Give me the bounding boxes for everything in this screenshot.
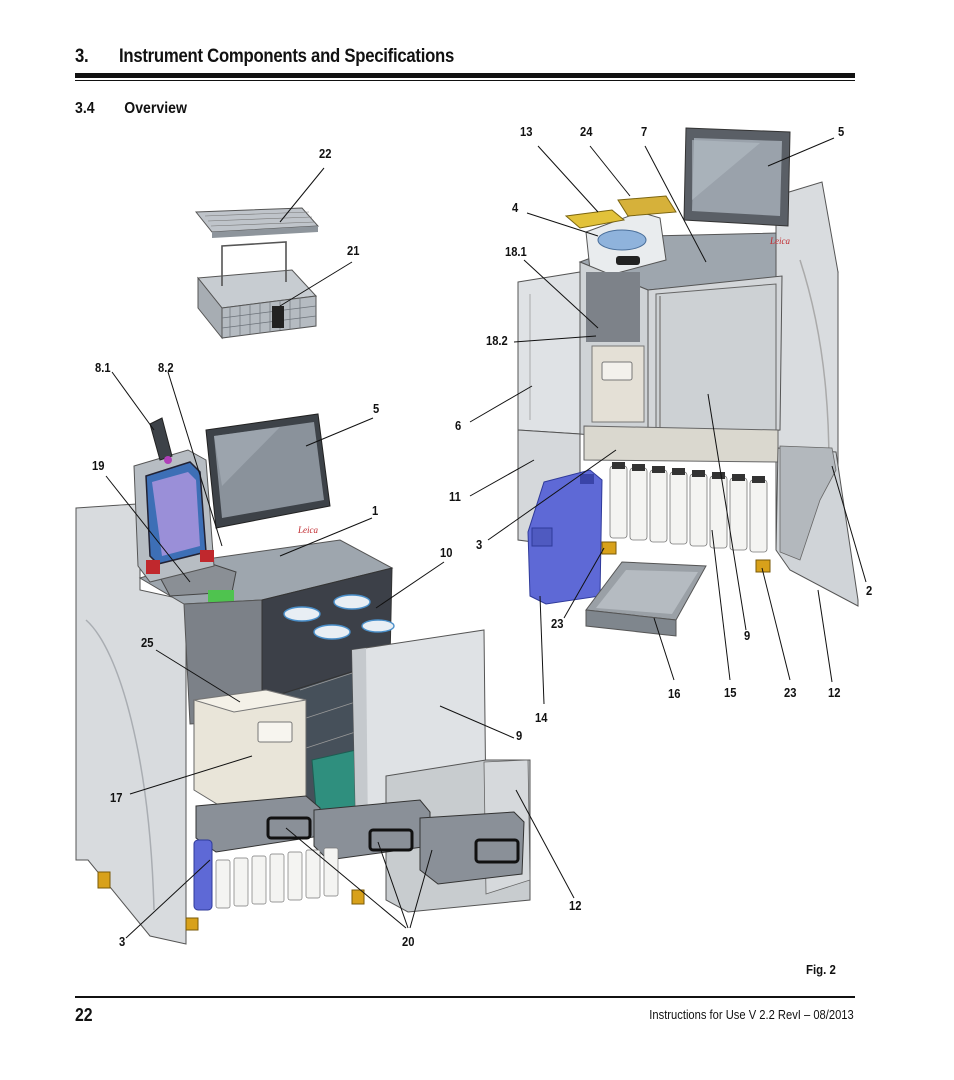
callout-13: 13 — [520, 124, 533, 139]
section-title: Overview — [124, 100, 187, 117]
callout-9-left: 9 — [516, 728, 523, 743]
callout-5-left: 5 — [373, 401, 380, 416]
callout-9-right: 9 — [744, 628, 751, 643]
callout-10: 10 — [440, 545, 453, 560]
callout-2: 2 — [866, 583, 873, 598]
header-rule-thick — [75, 73, 855, 78]
callout-24: 24 — [580, 124, 593, 139]
chapter-number: 3. — [75, 46, 89, 67]
callout-23-left: 23 — [551, 616, 564, 631]
footer-rule — [75, 996, 855, 998]
callout-20: 20 — [402, 934, 415, 949]
callout-16: 16 — [668, 686, 681, 701]
callout-12-left: 12 — [569, 898, 582, 913]
callout-21: 21 — [347, 243, 360, 258]
chapter-heading: 3. Instrument Components and Specificatio… — [75, 46, 454, 68]
callout-19: 19 — [92, 458, 105, 473]
paraffin-drawers — [195, 795, 525, 885]
callout-22: 22 — [319, 146, 332, 161]
callout-3-right: 3 — [476, 537, 483, 552]
basket-lid — [194, 207, 320, 238]
specimen-basket — [197, 241, 318, 340]
footer-document-reference: Instructions for Use V 2.2 RevI – 08/201… — [649, 1007, 854, 1022]
callout-7: 7 — [641, 124, 648, 139]
callout-8-1: 8.1 — [95, 360, 111, 375]
callout-11: 11 — [449, 489, 461, 504]
callout-18-2: 18.2 — [486, 333, 508, 348]
svg-text:Leica: Leica — [769, 236, 790, 246]
section-heading: 3.4 Overview — [75, 100, 187, 118]
callout-3-left: 3 — [119, 934, 126, 949]
right-instrument: Leica — [517, 127, 859, 637]
section-number: 3.4 — [75, 100, 95, 117]
header-rule-thin — [75, 80, 855, 81]
callout-1: 1 — [372, 503, 379, 518]
callout-25: 25 — [141, 635, 154, 650]
figure-caption: Fig. 2 — [806, 962, 836, 977]
callout-8-2: 8.2 — [158, 360, 174, 375]
callout-5-top: 5 — [838, 124, 845, 139]
left-instrument: Leica — [75, 413, 531, 945]
callout-23-right: 23 — [784, 685, 797, 700]
callout-6: 6 — [455, 418, 462, 433]
callout-14: 14 — [535, 710, 548, 725]
chapter-title: Instrument Components and Specifications — [119, 46, 455, 67]
leader-lines — [105, 137, 867, 939]
callout-12-right: 12 — [828, 685, 841, 700]
callout-4: 4 — [512, 200, 519, 215]
page-number: 22 — [75, 1005, 93, 1025]
callout-18-1: 18.1 — [505, 244, 527, 259]
callout-15: 15 — [724, 685, 737, 700]
callout-17: 17 — [110, 790, 123, 805]
svg-text:Leica: Leica — [297, 525, 318, 535]
